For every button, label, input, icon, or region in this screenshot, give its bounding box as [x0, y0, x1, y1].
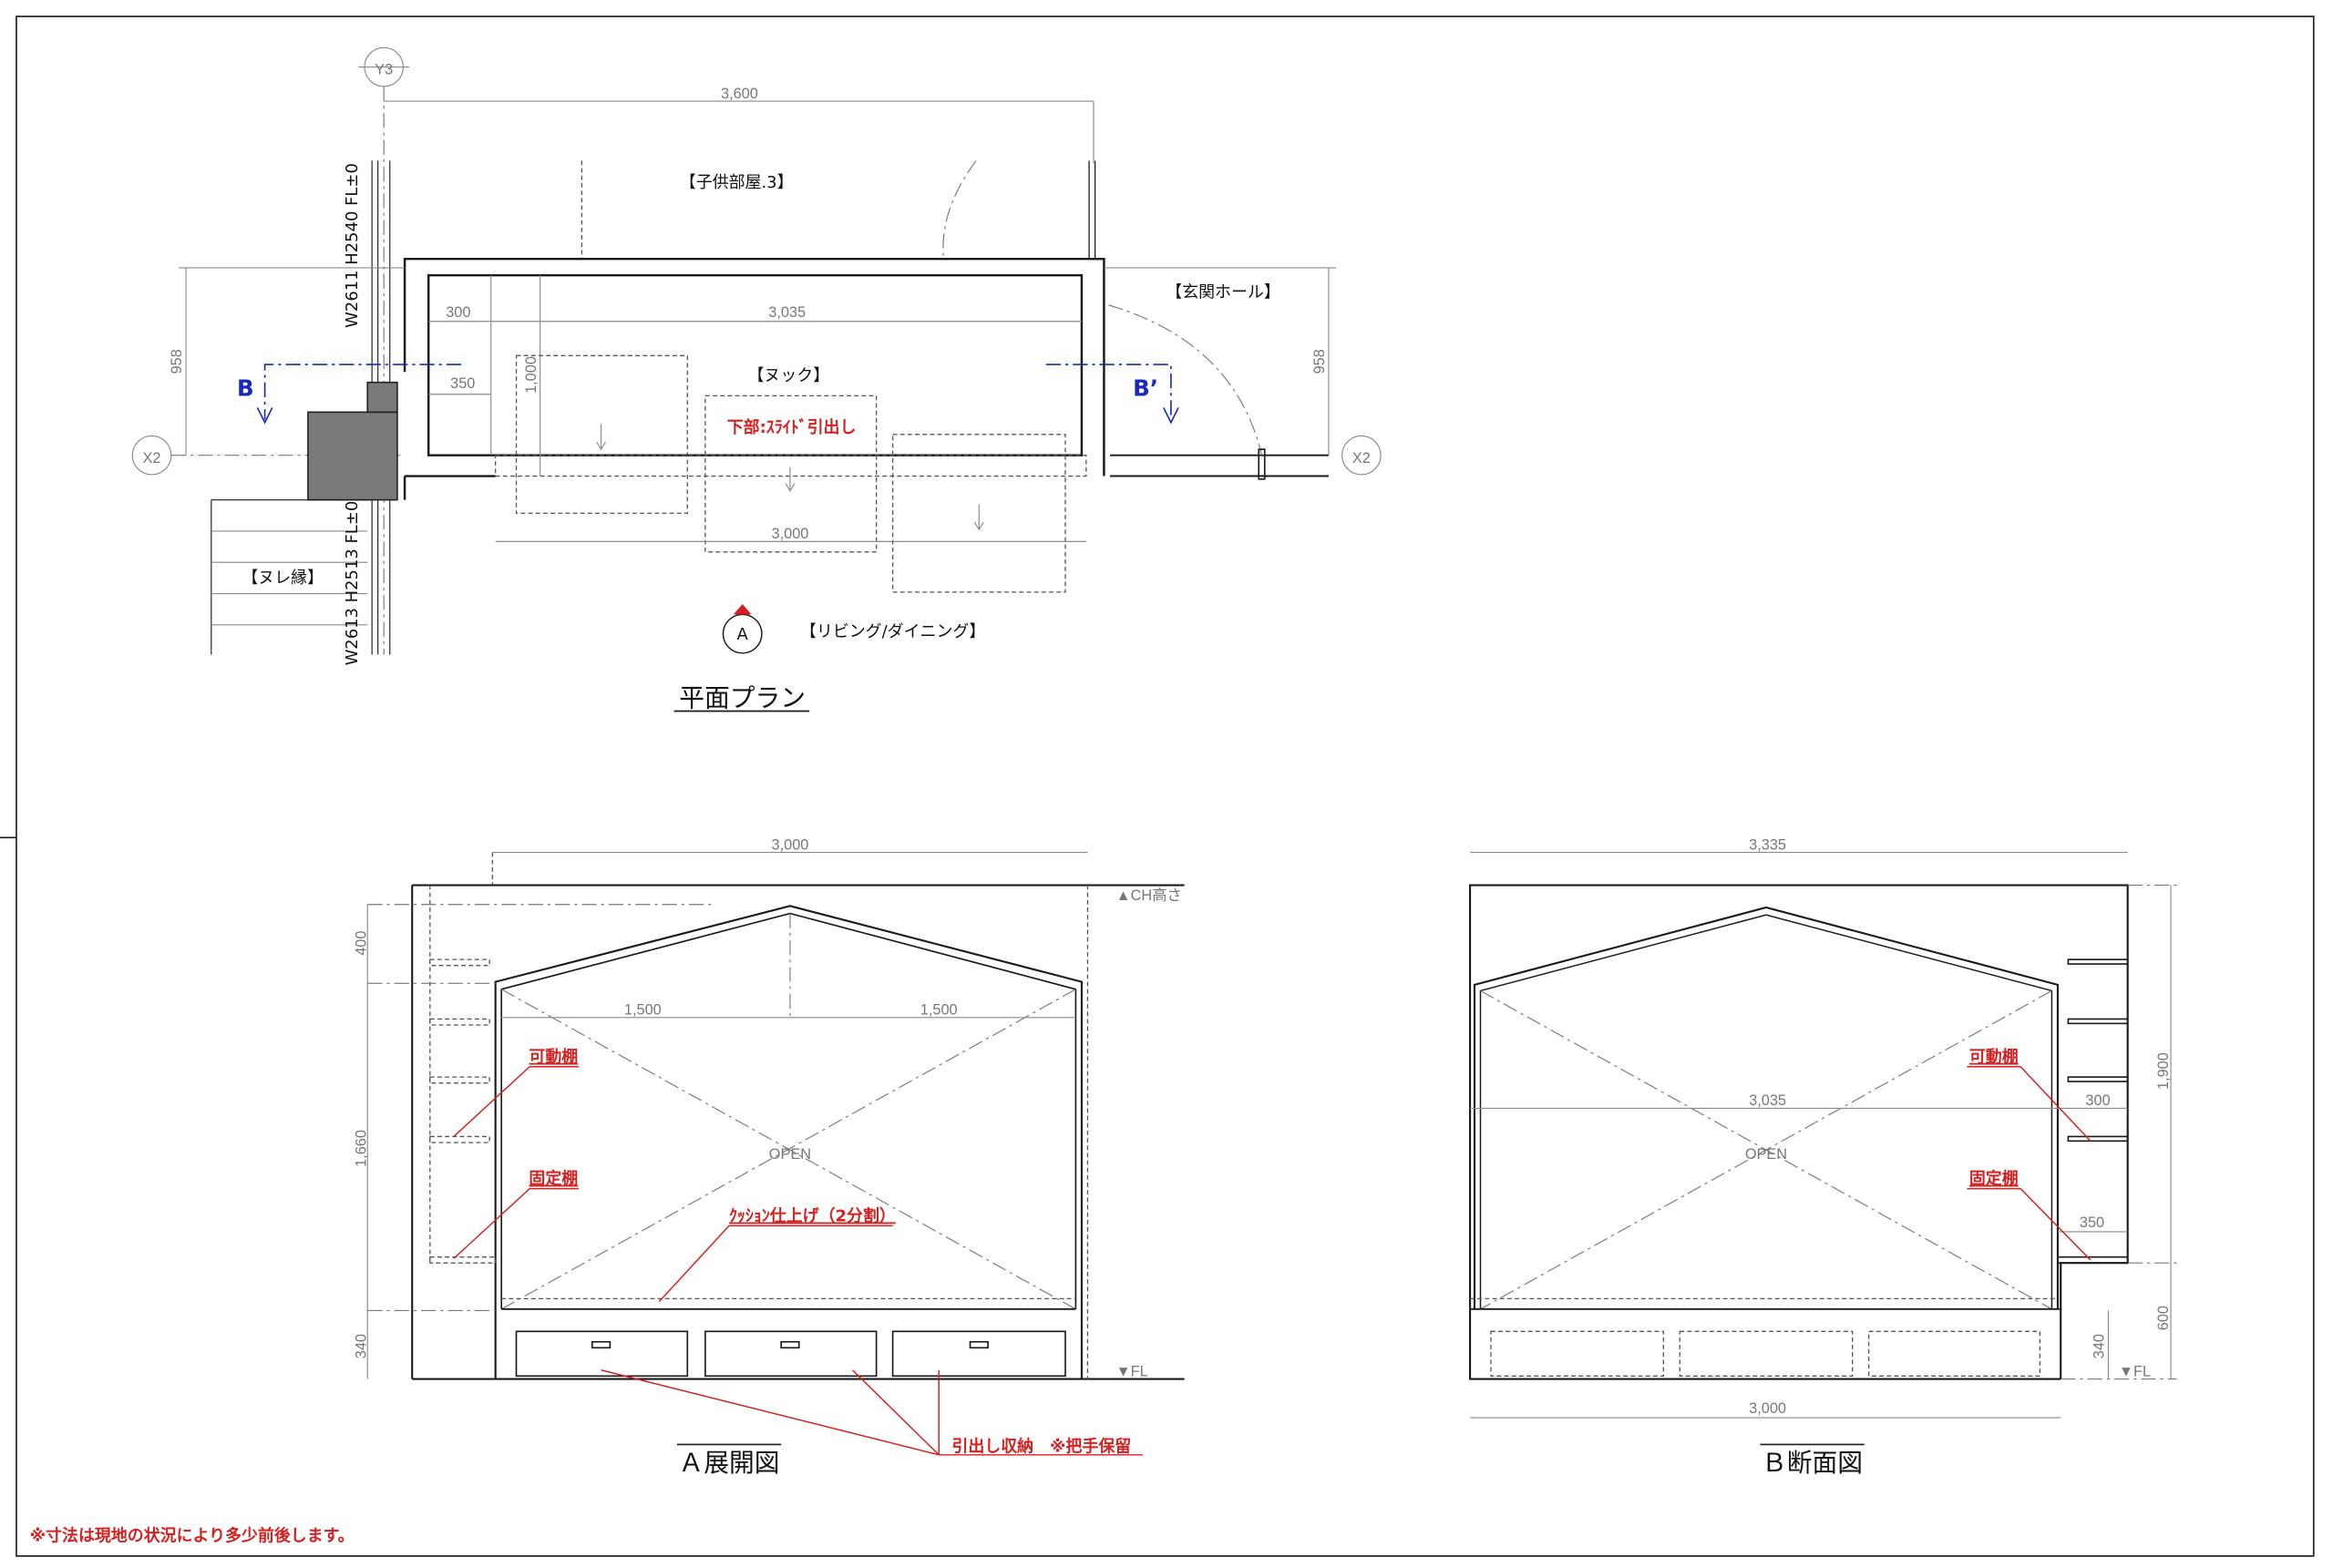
view-marker-label: A: [737, 625, 749, 644]
ch-height-label: ▲CH高さ: [1115, 887, 1181, 904]
drawer-front: [515, 1330, 689, 1378]
section-marker-b: B: [237, 374, 254, 401]
grid-label-x2-left: X2: [143, 450, 161, 466]
dim-958-right: 958: [1311, 349, 1328, 374]
movable-shelf-label-b: 可動棚: [1969, 1047, 2019, 1067]
dim-340-a: 340: [354, 1334, 370, 1358]
dim-600: 600: [2155, 1306, 2172, 1330]
drawer-outline: [1867, 1330, 2041, 1377]
dim-300-b: 300: [2085, 1092, 2110, 1109]
dim-1900: 1,900: [2155, 1052, 2172, 1090]
slide-drawer-note: 下部:ｽﾗｲﾄﾞ引出し: [727, 417, 857, 437]
elevation-a-title: Ａ展開図: [678, 1448, 779, 1478]
deck: [211, 499, 368, 655]
dim-3035-b: 3,035: [1749, 1092, 1786, 1109]
drawer-outline: [1490, 1330, 1664, 1377]
window-spec-lower: W2613 H2513 FL±0: [343, 501, 362, 666]
dim-3000-a: 3,000: [772, 836, 809, 853]
room-label-kids: 【子供部屋.3】: [680, 173, 794, 192]
sheet-border: [15, 15, 2315, 1557]
movable-shelf-label-a: 可動棚: [529, 1047, 578, 1067]
dim-1500-left: 1,500: [624, 1002, 662, 1019]
drawer-footprint: [515, 354, 688, 515]
fixed-shelf-label-a: 固定棚: [529, 1169, 578, 1189]
drawer-handle: [780, 1340, 800, 1349]
dim-1500-right: 1,500: [920, 1002, 958, 1019]
dim-3000-plan: 3,000: [772, 526, 809, 542]
dim-3335: 3,335: [1749, 836, 1786, 853]
room-label-entrance: 【玄関ホール】: [1166, 283, 1280, 302]
fl-label-a: ▼FL: [1115, 1363, 1147, 1379]
drawer-outline: [1679, 1330, 1854, 1377]
dim-350: 350: [450, 375, 475, 392]
drawer-storage-note: 引出し収納 ※把手保留: [951, 1437, 1131, 1457]
dim-3035: 3,035: [768, 304, 806, 321]
section-marker-b-prime: B’: [1133, 374, 1158, 401]
fl-label-b: ▼FL: [2119, 1363, 2151, 1379]
dim-350-b: 350: [2080, 1214, 2104, 1231]
drawer-front: [891, 1330, 1066, 1378]
drawer-handle: [591, 1340, 612, 1349]
dim-340-b: 340: [2091, 1334, 2108, 1358]
section-b-title: Ｂ断面図: [1762, 1448, 1863, 1478]
room-label-living: 【リビング/ダイニング】: [800, 622, 985, 641]
plan-title: 平面プラン: [679, 683, 806, 713]
dim-400: 400: [354, 931, 370, 956]
drawer-front: [704, 1330, 878, 1378]
dim-1660: 1,660: [354, 1130, 370, 1167]
section-b: 3,335 3,035 300 350 OPEN 1,900 600 340 ▼…: [1469, 836, 2177, 1478]
open-label-a: OPEN: [769, 1146, 811, 1163]
dim-300: 300: [446, 304, 470, 321]
elevation-a: 3,000 ▲CH高さ ▼FL 1,500 1,500 OPEN: [354, 836, 1185, 1478]
dimension-footnote: ※寸法は現地の状況により多少前後します。: [30, 1526, 355, 1546]
dim-3000-b: 3,000: [1749, 1400, 1786, 1417]
pillar: [307, 411, 398, 501]
dim-1000: 1,000: [523, 356, 540, 394]
floor-plan: Y3 3,600 【子供部屋.3】 【玄関ホール】 【ヌック】 下部:ｽﾗｲﾄﾞ…: [131, 46, 1382, 713]
grid-marker-x2-right: [1341, 435, 1382, 476]
room-label-deck: 【ヌレ縁】: [242, 569, 324, 588]
grid-label-x2-right: X2: [1352, 450, 1371, 466]
fixed-shelf-label-b: 固定棚: [1969, 1169, 2019, 1189]
window-spec-upper: W2611 H2540 FL±0: [343, 163, 362, 328]
drawer-footprint: [704, 395, 878, 553]
open-label-b: OPEN: [1745, 1146, 1787, 1163]
drawer-handle: [969, 1340, 989, 1349]
cushion-note: ｸｯｼｮﾝ仕上げ（2分割）: [729, 1206, 896, 1226]
dim-3600: 3,600: [721, 86, 758, 102]
room-label-nook: 【ヌック】: [747, 366, 829, 385]
dim-958-left: 958: [169, 349, 185, 374]
grid-label-y3: Y3: [375, 62, 393, 78]
